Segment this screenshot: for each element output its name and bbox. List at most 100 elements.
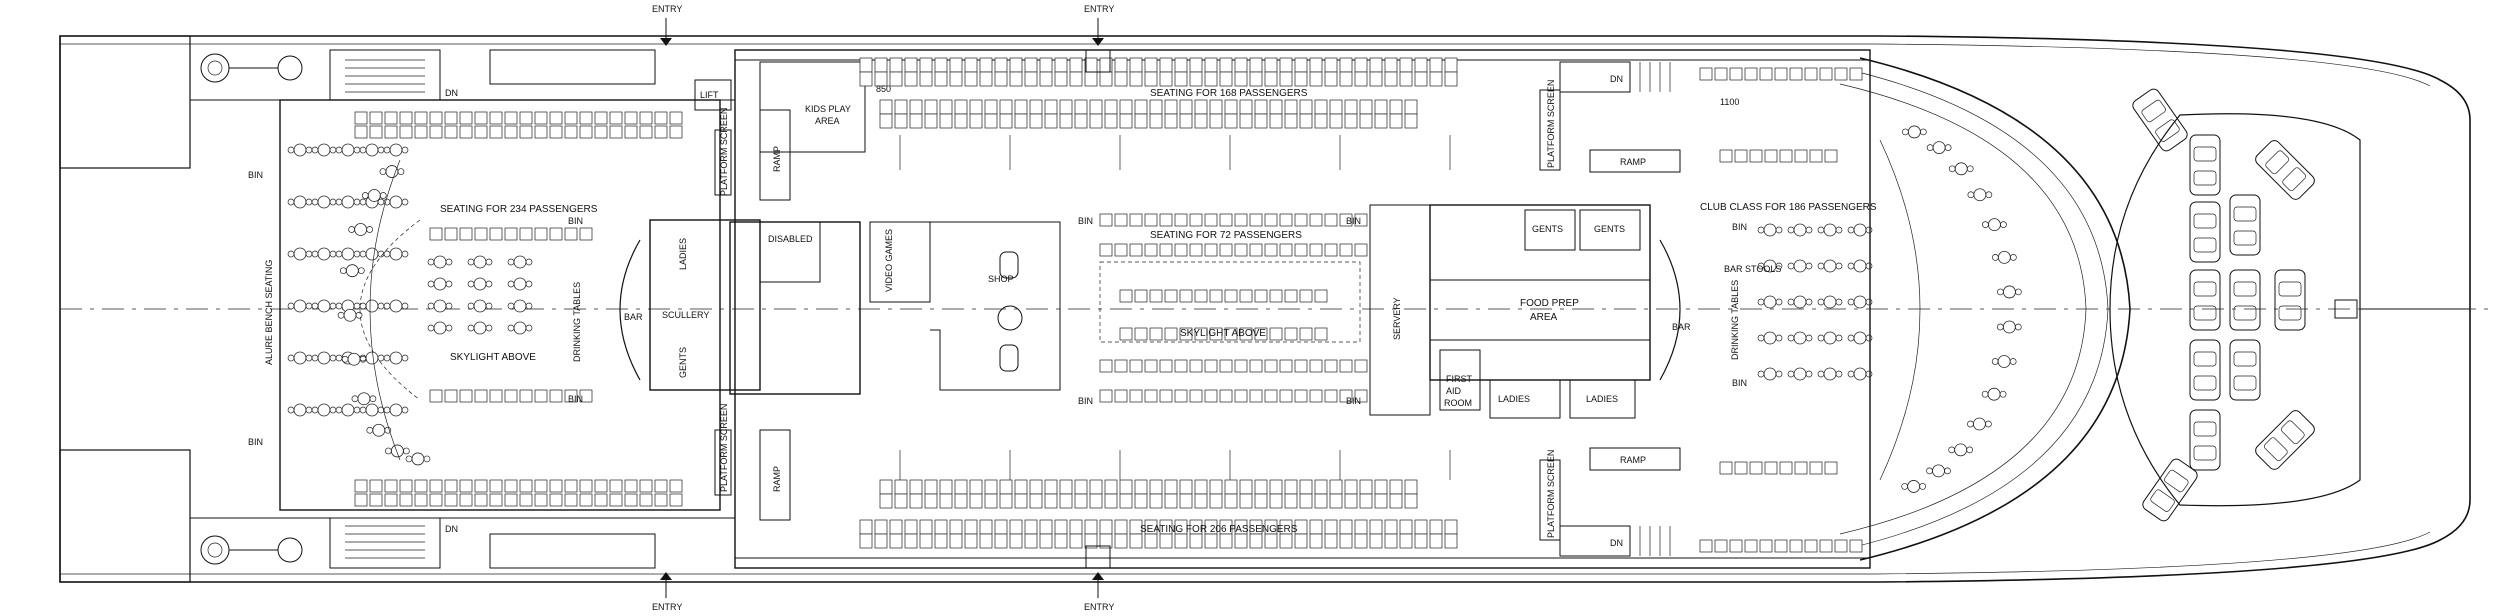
seat xyxy=(879,113,893,129)
seat xyxy=(979,57,993,73)
seat xyxy=(1824,149,1838,163)
dimension-label: 850 xyxy=(876,84,891,94)
seat xyxy=(939,493,953,509)
chair xyxy=(427,324,435,332)
round-table xyxy=(1763,367,1777,381)
seat xyxy=(949,57,963,73)
chair xyxy=(329,302,337,310)
chair xyxy=(1997,288,2004,296)
chair xyxy=(366,226,373,233)
kids-area-label: AREA xyxy=(815,116,840,126)
seat xyxy=(1129,71,1143,87)
seat xyxy=(1234,57,1248,73)
seat xyxy=(1119,493,1133,509)
seat xyxy=(874,519,888,535)
seat xyxy=(399,111,413,125)
seat xyxy=(1159,243,1173,257)
seat xyxy=(979,519,993,535)
seat xyxy=(1254,113,1268,129)
seat xyxy=(1134,289,1148,303)
seat xyxy=(1024,71,1038,87)
seat xyxy=(1014,479,1028,495)
seat xyxy=(1159,71,1173,87)
seat xyxy=(1849,539,1863,553)
bin-label: BIN xyxy=(1346,216,1361,226)
seat xyxy=(444,125,458,139)
seat xyxy=(1174,533,1188,549)
seat xyxy=(1174,213,1188,227)
chair xyxy=(287,250,295,258)
seat xyxy=(1099,359,1113,373)
chair xyxy=(357,267,365,275)
round-table xyxy=(1823,223,1837,237)
bar-counter xyxy=(1659,239,1681,381)
lift-label: LIFT xyxy=(700,90,719,100)
seat xyxy=(1159,213,1173,227)
seat xyxy=(1089,113,1103,129)
entry-marker-bottom-left[interactable]: ENTRY xyxy=(652,572,682,612)
seat xyxy=(654,125,668,139)
seat xyxy=(384,111,398,125)
chair xyxy=(401,354,409,362)
seat xyxy=(1404,493,1418,509)
chair xyxy=(485,258,493,266)
seat xyxy=(1324,519,1338,535)
seat xyxy=(1104,493,1118,509)
first-aid-label: AID xyxy=(1446,386,1462,396)
chair xyxy=(305,302,313,310)
seat xyxy=(1764,149,1778,163)
entry-marker-top-mid[interactable]: ENTRY xyxy=(1084,4,1114,73)
seat xyxy=(1059,479,1073,495)
chair xyxy=(311,302,319,310)
seat xyxy=(1269,113,1283,129)
seat xyxy=(924,113,938,129)
seat xyxy=(504,227,518,241)
chair xyxy=(305,146,313,154)
dn-label: DN xyxy=(1610,74,1623,84)
seat xyxy=(1309,57,1323,73)
hull-outline xyxy=(59,35,2490,583)
seat xyxy=(564,227,578,241)
round-table xyxy=(1853,223,1867,237)
seat xyxy=(669,111,683,125)
chair xyxy=(311,250,319,258)
seat xyxy=(999,493,1013,509)
round-table xyxy=(1988,218,2001,232)
seat xyxy=(904,519,918,535)
parked-car xyxy=(2132,88,2188,152)
plan-labels: DN DN DN DN LIFT BIN BIN BIN BIN BIN BIN… xyxy=(248,74,1877,548)
seat xyxy=(549,111,563,125)
seat xyxy=(1294,243,1308,257)
seat xyxy=(1014,113,1028,129)
seat xyxy=(1254,289,1268,303)
seat xyxy=(1309,243,1323,257)
seat xyxy=(919,533,933,549)
seat xyxy=(609,125,623,139)
seat xyxy=(1369,57,1383,73)
drinking-tables-label: DRINKING TABLES xyxy=(572,282,582,362)
seat xyxy=(354,125,368,139)
seat xyxy=(1039,71,1053,87)
chair xyxy=(485,302,493,310)
seat xyxy=(964,533,978,549)
seat xyxy=(1174,243,1188,257)
seat xyxy=(1194,327,1208,341)
seating-72-label: SEATING FOR 72 PASSENGERS xyxy=(1150,230,1302,241)
round-table xyxy=(389,247,403,261)
entry-marker-bottom-mid[interactable]: ENTRY xyxy=(1084,545,1114,612)
chair xyxy=(305,406,313,414)
round-table xyxy=(343,308,357,322)
seat xyxy=(399,493,413,507)
round-table xyxy=(385,165,399,178)
round-table xyxy=(341,247,355,261)
seat xyxy=(1209,327,1223,341)
seat xyxy=(1029,99,1043,115)
seat xyxy=(1149,99,1163,115)
seat xyxy=(1329,113,1343,129)
seat xyxy=(1114,359,1128,373)
chair xyxy=(353,198,361,206)
entry-marker-top-left[interactable]: ENTRY xyxy=(652,4,682,46)
chair xyxy=(467,280,475,288)
seat xyxy=(579,125,593,139)
seat xyxy=(1834,67,1848,81)
